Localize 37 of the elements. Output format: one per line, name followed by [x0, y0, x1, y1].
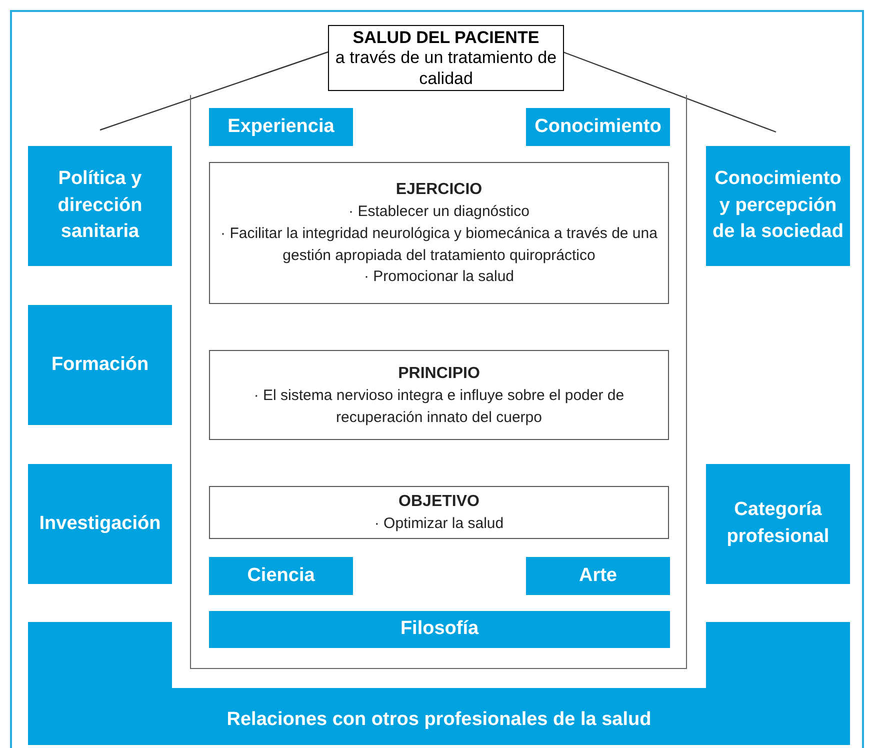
- label-block: [526, 557, 670, 595]
- label-text: Arte: [578, 564, 617, 588]
- label-text: Categoría profesional: [726, 498, 830, 549]
- label-block: [209, 611, 670, 648]
- label-block: [28, 464, 172, 584]
- base-band: [28, 622, 850, 745]
- label-text: Filosofía: [400, 617, 479, 642]
- heading: PRINCIPIO: [397, 364, 481, 384]
- subtitle: a través de un tratamiento de calidad: [335, 48, 557, 90]
- label-block: [209, 557, 353, 595]
- heading: EJERCICIO: [394, 180, 484, 200]
- bullet-text: · Establecer un diagnóstico: [348, 202, 530, 222]
- bullet-text: · Facilitar la integridad neurológica y biomecánica a través de una gestión apropiada del tratamiento quiropráctico: [220, 224, 658, 266]
- label-block: [706, 464, 850, 584]
- label-text: Investigación: [39, 512, 161, 536]
- bullet-text: · El sistema nervioso integra e influye sobre el poder de recuperación innato del cuerpo: [252, 386, 626, 428]
- label-text: Ciencia: [247, 564, 315, 588]
- house-outline: [190, 95, 687, 669]
- bullet-text: · Promocionar la salud: [362, 267, 516, 288]
- label-text: Conocimiento: [534, 114, 662, 139]
- content-panel: [209, 486, 669, 539]
- label-text: Política y dirección sanitaria: [56, 167, 144, 244]
- bullet-text: · Optimizar la salud: [373, 514, 505, 534]
- label-block: [526, 108, 670, 146]
- label-block: [706, 146, 850, 266]
- label-text: Experiencia: [228, 114, 334, 139]
- label-text: Conocimiento y percepción de la sociedad: [712, 167, 844, 244]
- heading: SALUD DEL PACIENTE: [352, 28, 540, 48]
- content-panel: [209, 350, 669, 440]
- label-block: [209, 108, 353, 146]
- label-text: Relaciones con otros profesionales de la salud: [226, 709, 652, 731]
- title-box: [328, 25, 564, 91]
- label-block: [28, 146, 172, 266]
- heading: OBJETIVO: [398, 492, 480, 512]
- label-block: [28, 305, 172, 425]
- label-text: Formación: [51, 352, 149, 377]
- content-panel: [209, 162, 669, 304]
